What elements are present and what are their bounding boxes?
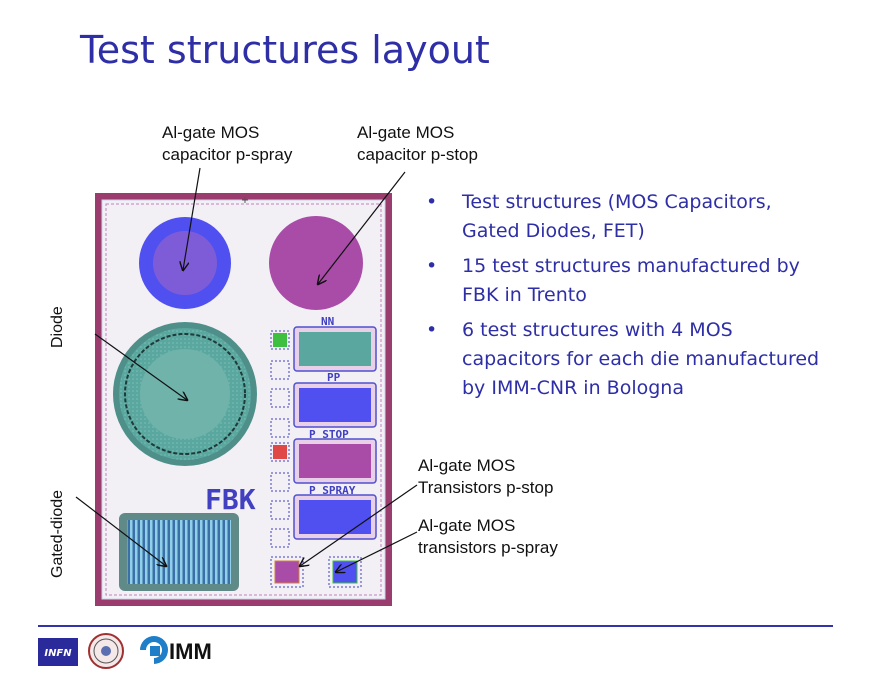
chip-text-pspray: P SPRAY	[309, 484, 356, 497]
pspray-structure	[299, 500, 371, 534]
arrow-gated-diode	[75, 496, 166, 566]
chip-text-pstop: P STOP	[309, 428, 349, 441]
label-line: transistors p-spray	[418, 538, 558, 557]
pstop-transistor-shape	[274, 560, 300, 584]
label-line: Al-gate MOS	[418, 516, 516, 535]
pstop-structure	[299, 444, 371, 478]
arrow-pspray-capacitor	[183, 167, 201, 270]
label-line: Al-gate MOS	[162, 123, 260, 142]
infn-logo: INFN	[38, 638, 78, 666]
pad-column	[270, 330, 290, 548]
label-line: capacitor p-stop	[357, 145, 478, 164]
footer-divider	[38, 625, 833, 627]
label-pstop-transistors: Al-gate MOS Transistors p-stop	[418, 455, 553, 499]
list-item: •6 test structures with 4 MOS capacitors…	[426, 319, 820, 399]
label-pspray-capacitor: Al-gate MOS capacitor p-spray	[162, 122, 292, 166]
list-item: •Test structures (MOS Capacitors, Gated …	[426, 191, 772, 242]
chip-text-fbk: FBK	[205, 483, 256, 516]
svg-text:INFN: INFN	[44, 648, 72, 659]
bullet-list: •Test structures (MOS Capacitors, Gated …	[422, 188, 832, 409]
cnr-seal-logo	[88, 633, 124, 669]
label-line: Al-gate MOS	[357, 123, 455, 142]
label-line: capacitor p-spray	[162, 145, 293, 164]
arrow-pspray-transistors	[336, 531, 418, 572]
label-pspray-transistors: Al-gate MOS transistors p-spray	[418, 515, 558, 559]
list-item: •15 test structures manufactured by FBK …	[426, 255, 800, 306]
pp-structure	[299, 388, 371, 422]
svg-text:IMM: IMM	[169, 639, 212, 664]
nn-structure	[299, 332, 371, 366]
chip-text-nn: NN	[321, 315, 334, 328]
label-line: Transistors p-stop	[418, 478, 554, 497]
imm-logo: IMM	[140, 636, 212, 664]
pstop-capacitor-shape	[269, 216, 363, 310]
label-pstop-capacitor: Al-gate MOS capacitor p-stop	[357, 122, 478, 166]
arrow-diode	[94, 333, 187, 400]
page-title: Test structures layout	[80, 28, 490, 72]
chip-text-pp: PP	[327, 371, 341, 384]
label-line: Al-gate MOS	[418, 456, 516, 475]
arrow-pstop-transistors	[300, 484, 418, 566]
arrow-pstop-capacitor	[318, 171, 406, 284]
